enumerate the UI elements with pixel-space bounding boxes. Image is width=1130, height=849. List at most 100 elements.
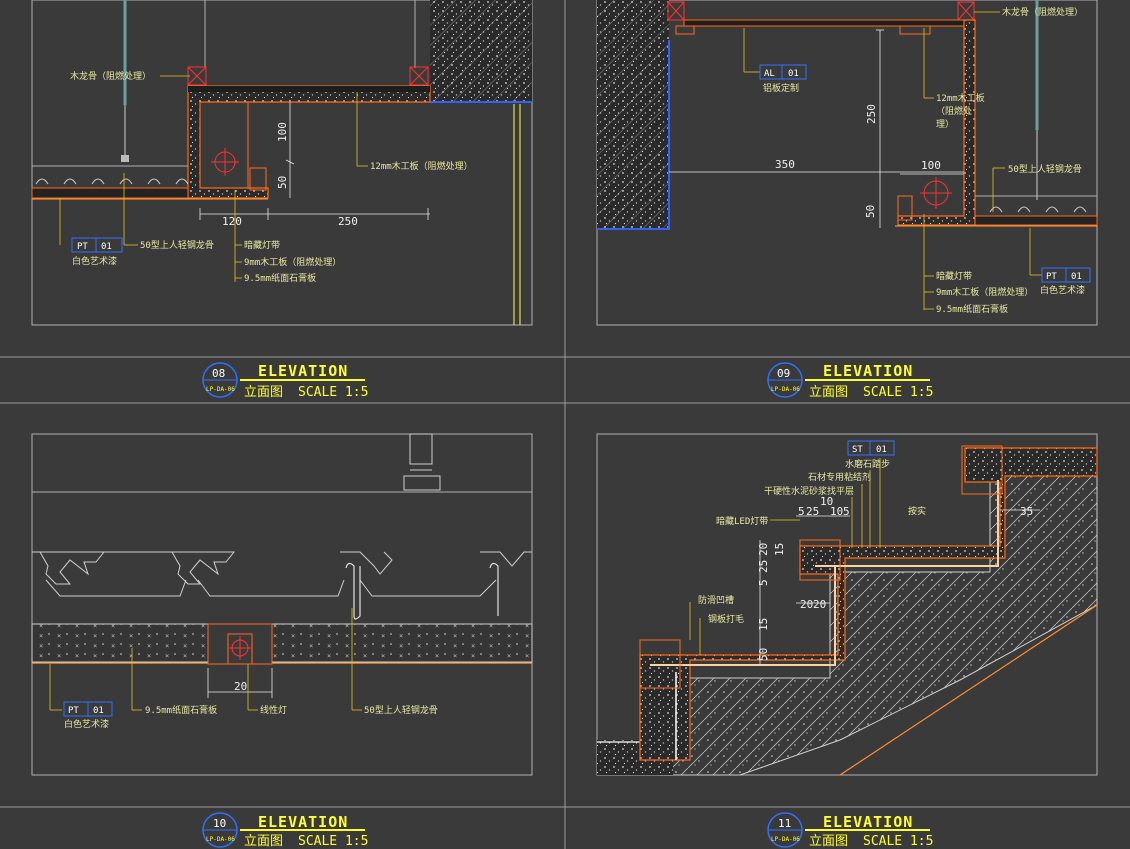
title-block-09: 09 LP-DA-06 ELEVATION 立面图 SCALE 1:5 [767,362,933,400]
panel-10-drawing [31,433,533,776]
label-09-board9: 9mm木工板（阻燃处理） [936,286,1033,298]
label-11-stone-step: 水磨石踏步 [845,458,890,470]
title-10-heading: ELEVATION [258,813,348,831]
dim-09-h: 250 [865,104,878,124]
panel-11-dims [759,509,1040,665]
title-09-heading: ELEVATION [823,362,913,380]
panel-10-leaders [49,608,362,711]
dim-10-w: 20 [234,680,247,693]
tag-08-pt01: PT 01 [71,237,123,253]
label-11-steel: 钢板打毛 [708,613,744,625]
dim-08-h1: 100 [276,122,289,142]
dim-11-e: 10 [830,505,843,518]
label-11-antislip: 防滑凹槽 [698,594,734,606]
dim-11-v1: 20 [757,543,770,556]
tag-11-st01: ST 01 [847,440,895,456]
tag-09-pt01: PT 01 [1041,267,1091,283]
dim-11-v6: 15 [757,618,770,631]
label-08-paint: 白色艺术漆 [72,255,117,267]
panel-08-dims [199,102,430,220]
dim-11-f: 20 [800,598,813,611]
dim-08-h2: 50 [276,176,289,189]
dim-11-c: 10 [820,495,833,508]
dim-09-h2: 50 [864,205,877,218]
label-11-adhesive: 石材专用粘结剂 [808,471,871,483]
tag-08-code: PT [77,242,88,252]
label-10-keel: 50型上人轻钢龙骨 [364,704,438,716]
panel-09-dims [669,29,964,228]
title-08-scale: SCALE 1:5 [298,385,368,400]
dim-11-v2: 25 [757,560,770,573]
label-09-keel: 50型上人轻钢龙骨 [1008,163,1082,175]
label-09-al-text: 铝板定制 [763,82,799,94]
title-10-ref: LP-DA-06 [206,836,235,843]
title-11-ref: LP-DA-06 [771,836,800,843]
tag-10-code: PT [68,706,79,716]
dim-09-w2: 100 [921,159,941,172]
title-08-ref: LP-DA-06 [206,386,235,393]
tag-09-al01: AL 01 [759,64,807,80]
tag-11-num: 01 [876,445,887,455]
panel-10-dims [207,668,273,698]
tag-09-al-code: AL [764,69,775,79]
label-11-led: 暗藏LED灯带 [716,515,768,527]
title-block-08: 08 LP-DA-06 ELEVATION 立面图 SCALE 1:5 [202,362,368,400]
dim-11-v5: 50 [757,648,770,661]
title-09-scale: SCALE 1:5 [863,385,933,400]
panel-09-leaders [743,11,1042,310]
title-09-ref: LP-DA-06 [771,386,800,393]
dim-11-b: 25 [806,505,819,518]
label-11-mortar: 干硬性水泥砂浆找平层 [764,485,854,497]
label-10-gypsum: 9.5mm纸面石膏板 [145,704,217,716]
title-block-10: 10 LP-DA-06 ELEVATION 立面图 SCALE 1:5 [202,812,368,849]
dim-11-v4: 15 [773,543,786,556]
panel-09-drawing [596,0,1098,326]
tag-09-num: 01 [1071,272,1082,282]
label-11-note: 按实 [908,505,926,517]
label-09-gypsum: 9.5mm纸面石膏板 [936,303,1008,315]
title-block-11: 11 LP-DA-06 ELEVATION 立面图 SCALE 1:5 [767,812,933,849]
panel-11-drawing [596,433,1098,776]
label-09-board12-b: （阻燃处 [936,105,972,117]
label-08-lamp: 暗藏灯带 [244,239,280,251]
title-10-scale: SCALE 1:5 [298,834,368,849]
dim-11-g: 20 [813,598,826,611]
label-10-paint: 白色艺术漆 [64,718,109,730]
label-09-lamp: 暗藏灯带 [936,270,972,282]
label-09-paint: 白色艺术漆 [1040,284,1085,296]
label-08-joist: 木龙骨（阻燃处理） [70,70,151,82]
dim-11-a: 5 [798,505,805,518]
title-10-number: 10 [213,817,226,830]
label-08-keel: 50型上人轻钢龙骨 [140,239,214,251]
tag-10-num: 01 [93,706,104,716]
tag-11-code: ST [852,445,863,455]
title-08-subtitle: 立面图 [244,385,283,400]
title-08-number: 08 [212,367,225,380]
panel-08-drawing [31,0,533,326]
title-09-number: 09 [777,367,790,380]
panel-08-leaders [59,75,368,282]
title-10-subtitle: 立面图 [244,834,283,849]
label-10-linear: 线性灯 [260,704,287,716]
label-09-board12-a: 12mm木工板 [936,92,985,104]
title-11-number: 11 [778,817,791,830]
label-08-board9: 9mm木工板（阻燃处理） [244,256,341,268]
panel-11-leaders [689,458,881,655]
dim-08-w2: 250 [338,215,358,228]
dim-11-s35: 35 [1020,505,1033,518]
title-11-scale: SCALE 1:5 [863,834,933,849]
dim-08-w1: 120 [222,215,242,228]
tag-08-num: 01 [101,242,112,252]
dim-09-w: 350 [775,158,795,171]
label-09-joist: 木龙骨（阻燃处理） [1002,6,1083,18]
dim-11-v3: 5 [757,579,770,586]
label-09-board12-c: 理） [936,119,954,130]
title-11-subtitle: 立面图 [809,834,848,849]
title-11-heading: ELEVATION [823,813,913,831]
title-09-subtitle: 立面图 [809,385,848,400]
title-08-heading: ELEVATION [258,362,348,380]
tag-09-code: PT [1046,272,1057,282]
dim-11-d: 5 [843,505,850,518]
